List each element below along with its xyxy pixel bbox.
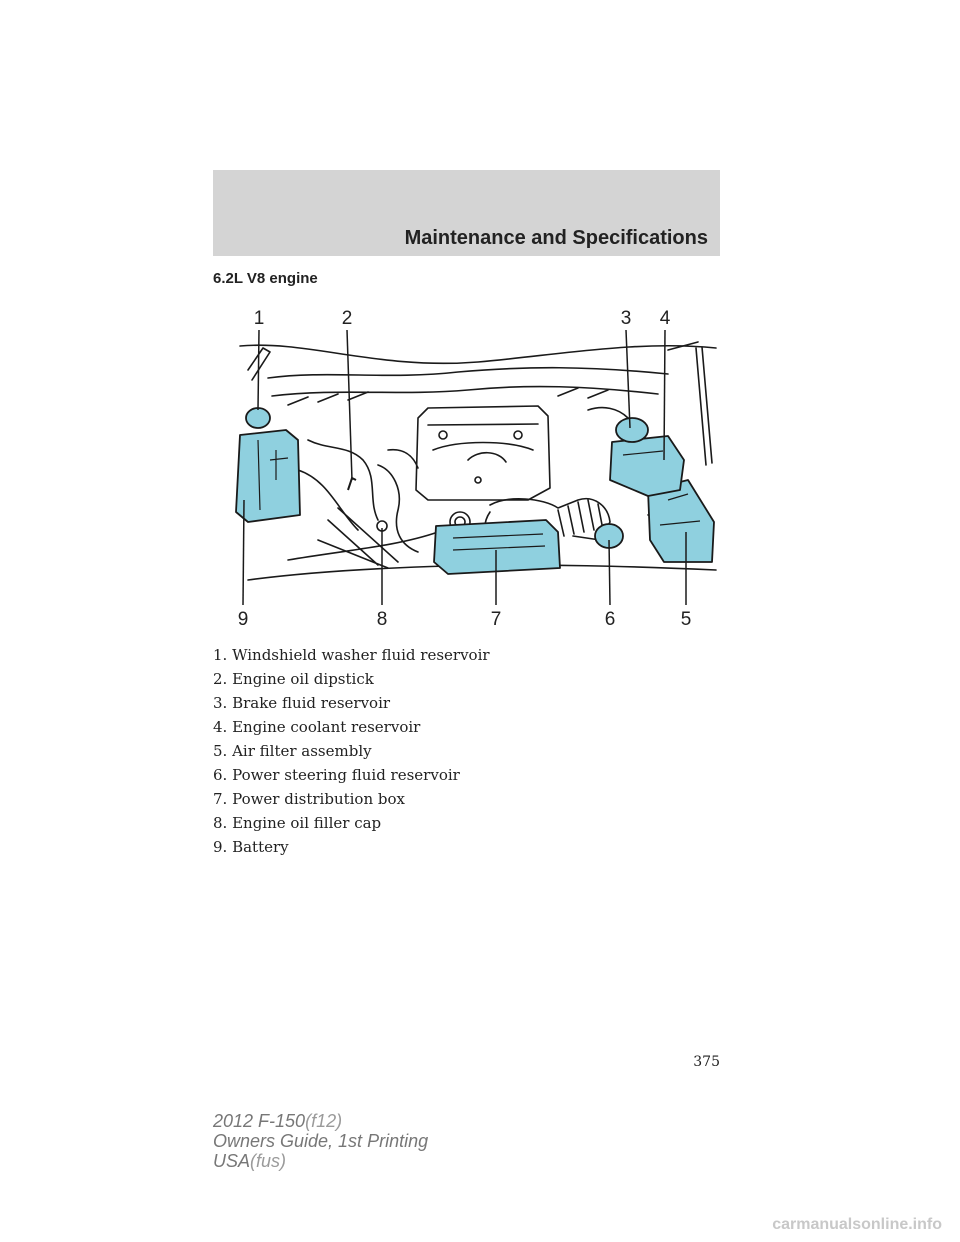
legend-item: 7. Power distribution box [213,790,405,808]
legend-item: 3. Brake fluid reservoir [213,694,391,712]
legend-item: 9. Battery [213,838,289,856]
callout-5: 5 [681,609,692,630]
callout-9: 9 [238,609,249,630]
brake-fluid-reservoir-shape [615,417,649,443]
air-filter-assembly-shape [647,479,715,563]
component-legend: 1. Windshield washer fluid reservoir 2. … [213,643,720,859]
callout-2: 2 [342,308,353,329]
section-title: 6.2L V8 engine [213,270,318,287]
coolant-reservoir-shape [609,435,685,497]
legend-item: 6. Power steering fluid reservoir [213,766,460,784]
footer-line-1: 2012 F-150(f12) [213,1111,428,1131]
chapter-title: Maintenance and Specifications [404,227,708,249]
legend-item: 1. Windshield washer fluid reservoir [213,646,490,664]
page-number: 375 [693,1054,720,1070]
battery-shape [235,429,301,523]
callout-7: 7 [491,609,502,630]
component-detail-lines [257,439,701,551]
washer-reservoir-cap [245,407,271,429]
engine-diagram: 1 2 3 4 5 6 7 8 9 [235,308,717,630]
footer-model: 2012 F-150 [213,1111,306,1131]
header-band: Maintenance and Specifications [213,170,720,256]
callout-3: 3 [621,308,632,329]
callout-6: 6 [605,609,616,630]
legend-item: 2. Engine oil dipstick [213,670,374,688]
engine-line-art [239,341,717,581]
engine-compartment-figure: 1 2 3 4 5 6 7 8 9 [228,300,720,630]
callout-leaders [242,329,687,606]
legend-item: 4. Engine coolant reservoir [213,718,421,736]
footer-market-code: (fus) [250,1151,287,1171]
legend-item: 5. Air filter assembly [213,742,372,760]
highlighted-components [235,407,715,575]
footer-line-2: Owners Guide, 1st Printing [213,1131,429,1151]
footer-market: USA [213,1151,251,1171]
callout-8: 8 [377,609,388,630]
power-distribution-box-shape [433,519,561,575]
footer-model-code: (f12) [305,1111,343,1131]
document-footer: 2012 F-150(f12) Owners Guide, 1st Printi… [213,1111,428,1171]
legend-item: 8. Engine oil filler cap [213,814,382,832]
callout-1: 1 [254,308,265,329]
footer-line-3: USA(fus) [213,1151,428,1171]
callout-4: 4 [660,308,671,329]
watermark: carmanualsonline.info [772,1216,942,1233]
